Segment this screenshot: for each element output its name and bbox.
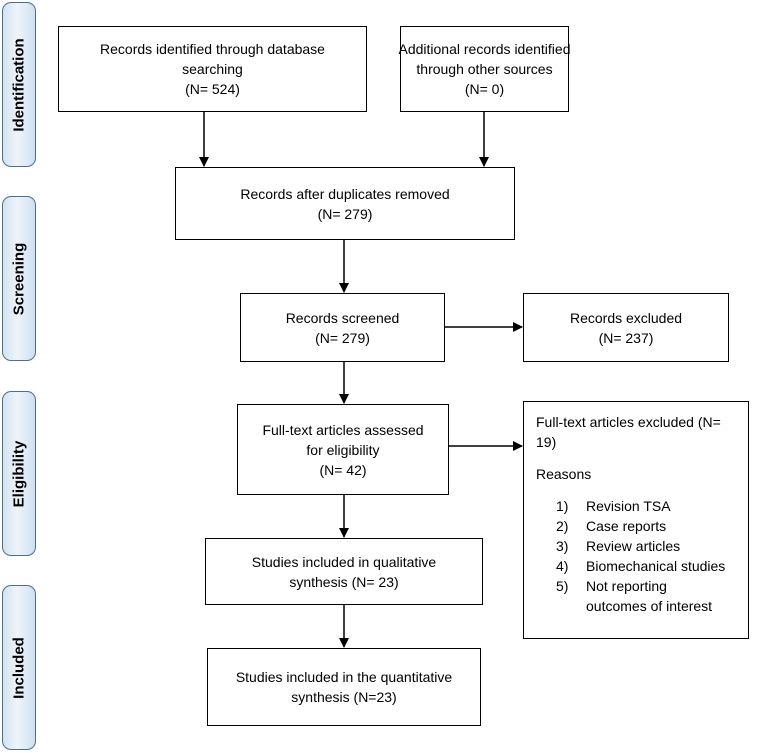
qualitative-line-1: Studies included in qualitative bbox=[251, 553, 437, 570]
box-duplicates-removed: Records after duplicates removed (N= 279… bbox=[175, 167, 515, 240]
quantitative-line-1: Studies included in the quantitative bbox=[235, 669, 453, 685]
box-fulltext-excluded: Full-text articles excluded (N= 19) Reas… bbox=[523, 401, 749, 639]
reasons-heading: Reasons bbox=[536, 466, 592, 482]
other-sources-line-3: (N= 0) bbox=[464, 81, 505, 97]
other-sources-line-1: Additional records identified bbox=[398, 41, 571, 57]
phase-identification: Identification bbox=[2, 2, 36, 167]
box-other-sources: Additional records identified through ot… bbox=[398, 26, 571, 112]
box-qualitative-synthesis: Studies included in qualitative synthesi… bbox=[205, 538, 483, 605]
box-fulltext-assessed: Full-text articles assessed for eligibil… bbox=[237, 404, 449, 495]
other-sources-line-2: through other sources bbox=[416, 61, 553, 77]
database-line-3: (N= 524) bbox=[185, 81, 240, 97]
reason-text: outcomes of interest bbox=[586, 598, 713, 614]
reason-number: 1) bbox=[556, 498, 569, 514]
reason-item: 1) Revision TSA bbox=[556, 496, 738, 516]
duplicates-line-2: (N= 279) bbox=[317, 205, 373, 222]
reason-number: 4) bbox=[556, 558, 569, 574]
reason-text: Biomechanical studies bbox=[586, 558, 726, 574]
reason-item: 5) Not reporting outcomes of interest bbox=[556, 576, 738, 616]
reason-item: 2) Case reports bbox=[556, 516, 738, 536]
fulltext-excluded-title-1: Full-text articles excluded (N= bbox=[536, 414, 721, 430]
box-records-excluded: Records excluded (N= 237) bbox=[523, 293, 729, 362]
box-quantitative-synthesis: Studies included in the quantitative syn… bbox=[207, 648, 481, 726]
reason-item: 4) Biomechanical studies bbox=[556, 556, 738, 576]
excluded-line-2: (N= 237) bbox=[598, 329, 654, 346]
reason-text: Case reports bbox=[586, 518, 667, 534]
reason-text: Review articles bbox=[586, 538, 681, 554]
reason-text: Revision TSA bbox=[586, 498, 671, 514]
phase-screening: Screening bbox=[2, 196, 36, 361]
fulltext-line-2: for eligibility bbox=[306, 441, 380, 458]
fulltext-line-1: Full-text articles assessed bbox=[262, 421, 424, 438]
reason-number: 5) bbox=[556, 578, 569, 594]
box-database-records: Records identified through database sear… bbox=[58, 26, 367, 112]
qualitative-line-2: synthesis (N= 23) bbox=[289, 573, 399, 590]
phase-included: Included bbox=[2, 585, 36, 750]
reason-text: Not reporting bbox=[586, 578, 667, 594]
reason-number: 2) bbox=[556, 518, 569, 534]
phase-eligibility: Eligibility bbox=[2, 391, 36, 556]
database-line-1: Records identified through database bbox=[100, 41, 325, 57]
database-line-2: searching bbox=[182, 61, 243, 77]
screened-line-2: (N= 279) bbox=[315, 329, 370, 346]
duplicates-line-1: Records after duplicates removed bbox=[240, 185, 450, 202]
fulltext-excluded-title-2: 19) bbox=[536, 434, 557, 450]
reason-number: 3) bbox=[556, 538, 569, 554]
screened-line-1: Records screened bbox=[285, 309, 400, 326]
fulltext-line-3: (N= 42) bbox=[319, 461, 367, 478]
reason-item: 3) Review articles bbox=[556, 536, 738, 556]
box-records-screened: Records screened (N= 279) bbox=[240, 293, 445, 362]
quantitative-line-2: synthesis (N=23) bbox=[291, 689, 397, 705]
excluded-line-1: Records excluded bbox=[569, 309, 683, 326]
